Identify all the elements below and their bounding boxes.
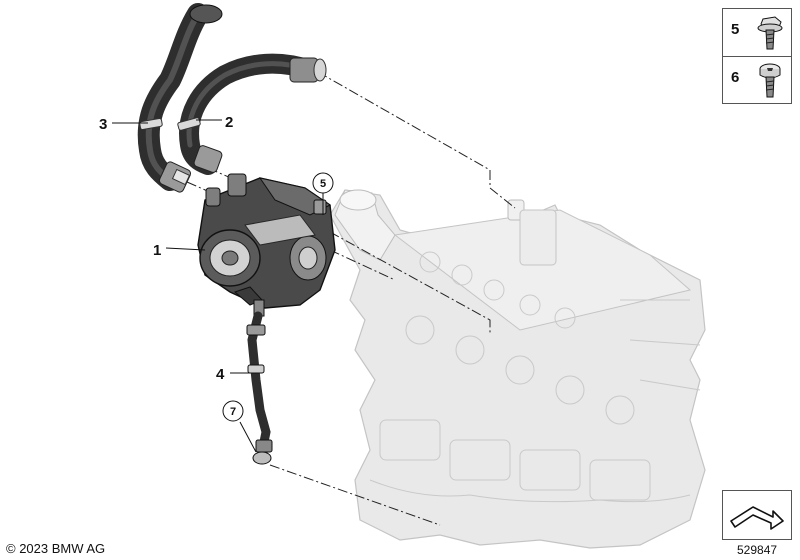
callout-5: 5	[320, 178, 326, 190]
callout-7: 7	[230, 406, 236, 418]
legend-item-6[interactable]: 6	[723, 57, 791, 104]
callout-5-circle: 5	[312, 172, 334, 194]
coolant-hose-2	[177, 53, 327, 175]
legend-number: 6	[731, 69, 740, 86]
coolant-hose-3	[137, 3, 223, 193]
orientation-nav-button[interactable]	[722, 490, 792, 540]
electric-coolant-pump	[197, 173, 336, 317]
engine-block	[329, 189, 706, 549]
legend-number: 5	[731, 21, 740, 38]
fastener-legend: 5 6	[722, 8, 792, 104]
copyright-text: © 2023 BMW AG	[6, 541, 106, 556]
callout-lines	[112, 119, 324, 453]
coolant-line-4	[246, 311, 273, 465]
callout-7-circle: 7	[222, 400, 244, 422]
orientation-arrow-icon	[730, 506, 784, 530]
flanged-hex-bolt-icon	[757, 16, 783, 50]
callout-1: 1	[153, 242, 161, 259]
torx-bolt-icon	[759, 63, 781, 98]
legend-item-5[interactable]: 5	[723, 9, 791, 57]
callout-2: 2	[225, 114, 233, 131]
callout-3: 3	[99, 116, 107, 133]
diagram-id: 529847	[737, 543, 778, 557]
callout-4: 4	[216, 366, 225, 383]
